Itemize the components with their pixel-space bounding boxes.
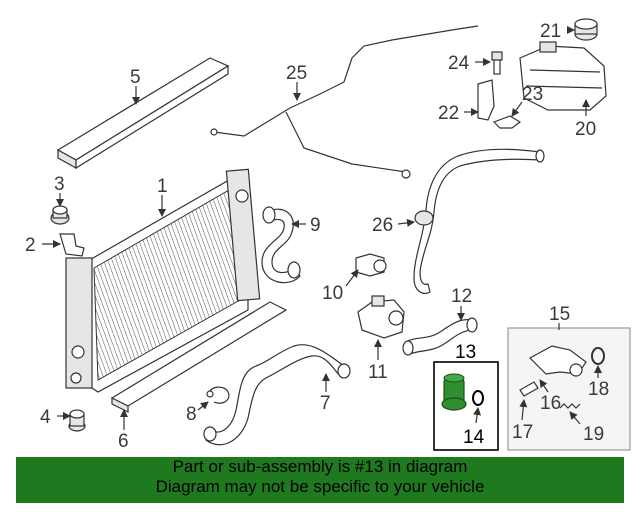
callout-8: 8 — [186, 404, 197, 425]
parts-diagram: 1 2 3 4 5 6 7 8 9 10 11 12 13 14 15 16 1… — [25, 18, 631, 452]
callout-14: 14 — [463, 427, 485, 448]
lower-grommet-part — [68, 409, 86, 432]
coolant-reservoir-part — [519, 41, 607, 111]
spring-19-part — [559, 403, 581, 409]
callout-19: 19 — [583, 424, 604, 445]
callout-12: 12 — [451, 286, 472, 307]
callout-25: 25 — [286, 63, 307, 84]
callout-1: 1 — [157, 176, 168, 197]
callout-26: 26 — [372, 215, 393, 236]
water-outlet-part — [529, 345, 587, 377]
banner-line-part-number: Part or sub-assembly is #13 in diagram — [172, 457, 468, 476]
thermostat-housing-part — [357, 295, 405, 339]
leader-lines — [42, 26, 602, 430]
callout-20: 20 — [575, 119, 596, 140]
o-ring-18-part — [591, 347, 605, 365]
reservoir-bracket-part — [477, 79, 495, 121]
small-hose-part — [402, 317, 478, 356]
callout-11: 11 — [368, 362, 388, 383]
callout-5: 5 — [130, 67, 141, 88]
upper-seal-strip-part — [56, 57, 230, 170]
lower-seal-strip-part — [110, 301, 288, 413]
coolant-hose-part — [413, 148, 545, 295]
callout-3: 3 — [54, 174, 65, 195]
sensor-part — [355, 253, 387, 277]
callout-16: 16 — [540, 393, 561, 414]
overflow-tube-part — [210, 25, 479, 179]
callout-15: 15 — [549, 304, 570, 325]
callout-17: 17 — [512, 422, 533, 443]
callout-4: 4 — [40, 407, 51, 428]
grommet-part — [50, 205, 70, 225]
highlighted-part-13 — [441, 373, 467, 411]
stud-17-part — [519, 381, 539, 397]
callout-10: 10 — [322, 283, 343, 304]
callout-21: 21 — [540, 21, 561, 42]
callout-2: 2 — [25, 235, 36, 256]
o-ring-14-part — [472, 390, 484, 406]
bolt-part — [491, 51, 503, 75]
reservoir-cap-part — [574, 18, 598, 41]
callout-13: 13 — [455, 342, 476, 363]
lower-hose-part — [203, 344, 351, 446]
upper-hose-part — [261, 206, 301, 284]
callout-22: 22 — [438, 103, 459, 124]
clip-part — [492, 115, 522, 129]
banner-line-disclaimer: Diagram may not be specific to your vehi… — [155, 477, 485, 496]
callout-9: 9 — [310, 215, 321, 236]
radiator-part — [65, 168, 261, 393]
bracket-part — [59, 233, 85, 257]
callout-18: 18 — [588, 379, 609, 400]
callout-23: 23 — [522, 84, 543, 105]
callout-24: 24 — [448, 53, 470, 74]
notice-banner: Part or sub-assembly is #13 in diagram D… — [16, 457, 624, 503]
callout-6: 6 — [118, 431, 129, 452]
callout-7: 7 — [320, 393, 331, 414]
hose-clamp-part — [206, 386, 230, 404]
